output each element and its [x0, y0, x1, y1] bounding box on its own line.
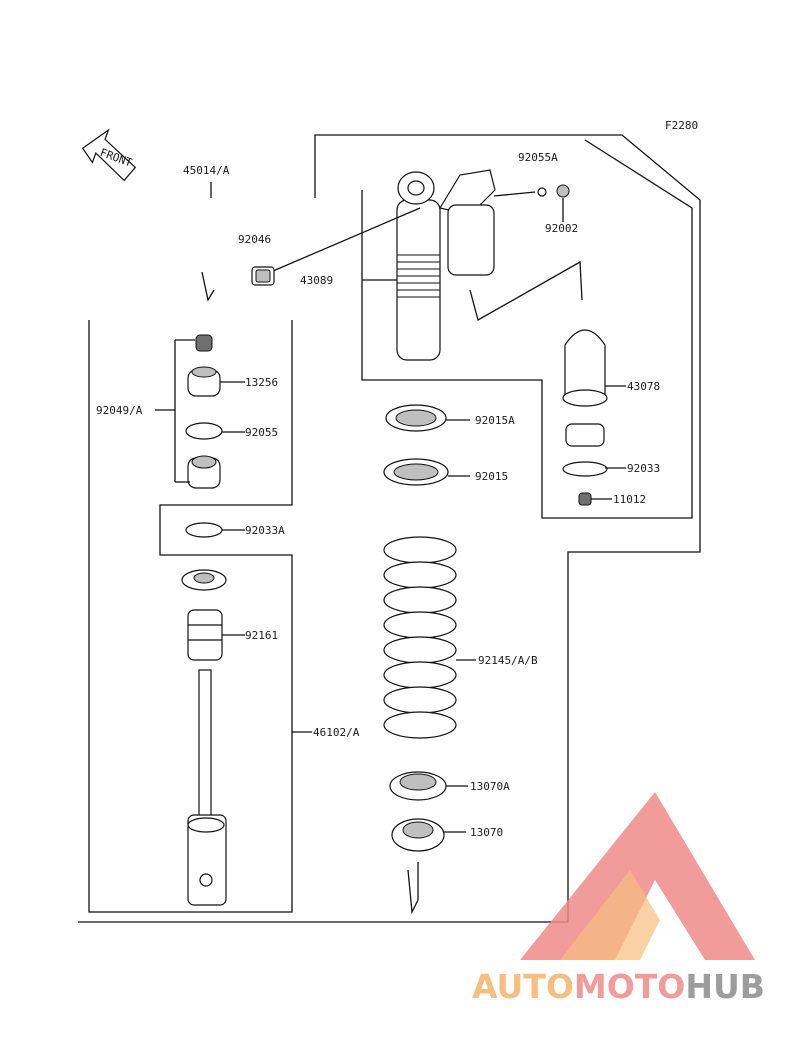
automotohub-logo: AUTOMOTOHUB	[472, 792, 765, 1006]
leader-lines	[155, 279, 626, 833]
spring-seat-92015	[383, 458, 449, 486]
label-92015A: 92015A	[475, 414, 515, 427]
label-92161: 92161	[245, 629, 278, 642]
label-45014A: 45014/A	[183, 164, 230, 177]
spring-92145	[383, 536, 457, 739]
label-92049A: 92049/A	[96, 404, 143, 417]
label-11012: 11012	[613, 493, 646, 506]
label-13070: 13070	[470, 826, 503, 839]
label-92046: 92046	[238, 233, 271, 246]
label-13070A: 13070A	[470, 780, 510, 793]
svg-text:AUTOMOTOHUB: AUTOMOTOHUB	[472, 967, 765, 1006]
label-92055A: 92055A	[518, 151, 558, 164]
label-92033: 92033	[627, 462, 660, 475]
label-43078: 43078	[627, 380, 660, 393]
watermark-moto: MOTO	[574, 967, 685, 1006]
bolt-92046	[251, 207, 421, 286]
o-ring-92055	[185, 422, 223, 440]
watermark-hub: HUB	[685, 967, 765, 1006]
label-92145AB: 92145/A/B	[478, 654, 538, 667]
bushing-13256	[187, 366, 221, 397]
spring-guide-13070	[391, 818, 445, 852]
label-92015: 92015	[475, 470, 508, 483]
nut-92002	[537, 184, 570, 222]
ring-92033A	[185, 522, 223, 538]
label-92055: 92055	[245, 426, 278, 439]
reservoir-43078	[469, 260, 608, 506]
figure-code: F2280	[665, 119, 698, 132]
front-arrow-icon: FRONT	[81, 128, 137, 182]
seal-cap	[181, 569, 227, 591]
label-46102A: 46102/A	[313, 726, 360, 739]
label-13256: 13256	[245, 376, 278, 389]
bushing-lower	[187, 455, 221, 489]
spring-seat-92015A	[385, 404, 447, 432]
spring-guide-13070A	[389, 771, 447, 801]
nut-top	[195, 334, 213, 352]
label-92033A: 92033A	[245, 524, 285, 537]
shock-body-43089	[396, 169, 536, 361]
label-92002: 92002	[545, 222, 578, 235]
frame-lines	[78, 134, 701, 923]
bump-stop-92161	[187, 609, 223, 661]
label-43089: 43089	[300, 274, 333, 287]
damper-rod-46102	[187, 669, 227, 906]
watermark-auto: AUTO	[472, 967, 574, 1006]
